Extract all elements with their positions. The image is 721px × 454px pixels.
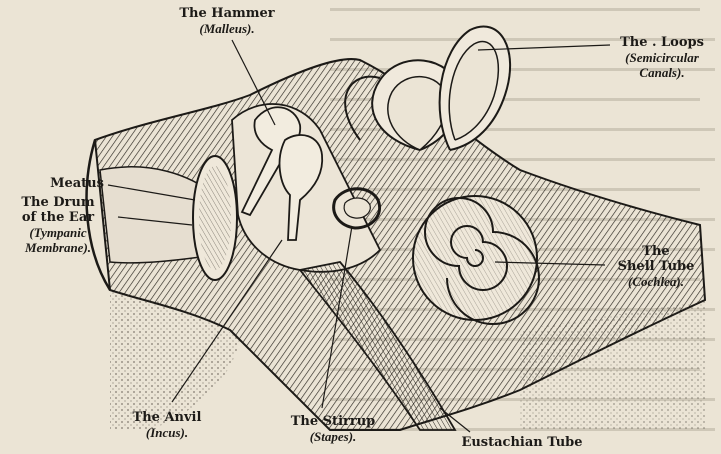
label-stirrup: The Stirrup (Stapes). xyxy=(282,414,384,444)
label-meatus: Meatus xyxy=(42,176,112,191)
label-eustachian-tube: Eustachian Tube xyxy=(452,435,592,450)
label-shell-tube: The Shell Tube (Cochlea). xyxy=(604,244,708,289)
label-loops: The . Loops (Semicircular Canals). xyxy=(610,35,714,80)
label-anvil: The Anvil (Incus). xyxy=(122,410,212,440)
label-drum: The Drum of the Ear (Tympanic Membrane). xyxy=(2,195,114,255)
label-hammer: The Hammer (Malleus). xyxy=(172,6,282,36)
